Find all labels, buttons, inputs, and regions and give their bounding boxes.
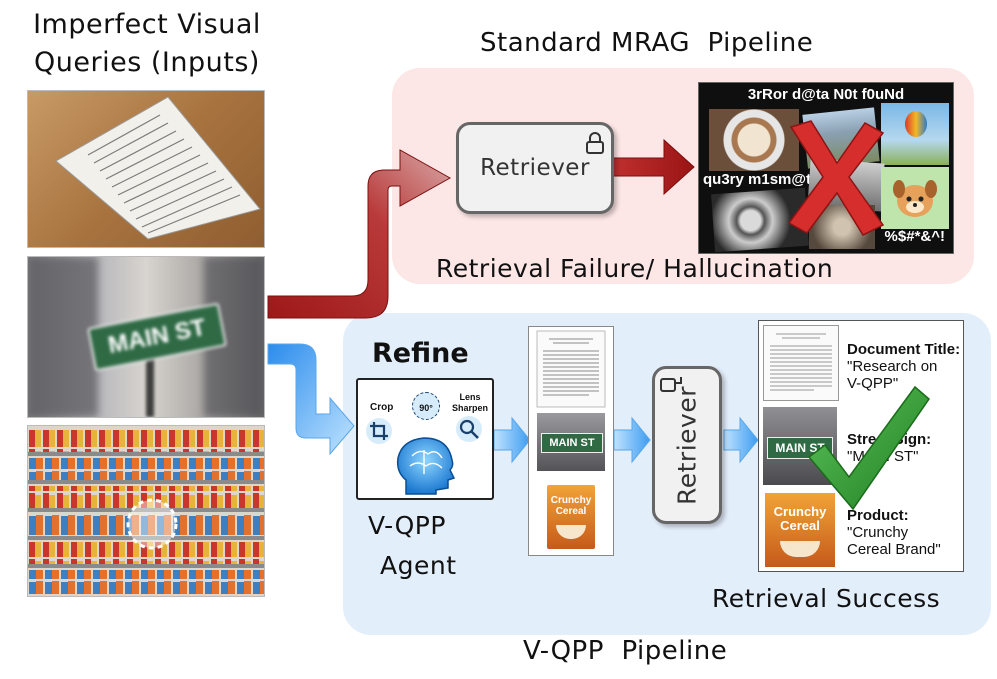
input-grocery-photo xyxy=(28,426,264,596)
tool-lens-label: Lens Sharpen xyxy=(452,392,488,414)
result-street-sign-text: MAIN ST xyxy=(775,441,825,455)
result-product-value-line2: Cereal Brand" xyxy=(847,541,941,558)
result-street-sign: MAIN ST xyxy=(767,437,833,459)
success-label: Retrieval Success xyxy=(712,584,941,613)
success-check-icon xyxy=(807,385,931,511)
refined-street-thumbnail: MAIN ST xyxy=(537,413,605,471)
noise-text-bottom: %$#*&^! xyxy=(884,228,945,245)
unlock-icon xyxy=(660,377,682,392)
result-product-value-line1: "Crunchy xyxy=(847,524,909,541)
standard-retriever-box: Retriever xyxy=(456,122,614,214)
vqpp-agent-label: V-QPP Agent xyxy=(360,506,457,586)
tool-lens-line1: Lens xyxy=(459,392,481,402)
result-cereal-thumbnail: Crunchy Cereal xyxy=(765,493,835,567)
blurred-building-left xyxy=(28,257,98,417)
inputs-title-line2: Queries (Inputs) xyxy=(34,47,260,78)
brain-head-icon xyxy=(396,437,456,495)
rotate-icon: 90° xyxy=(412,392,440,420)
refine-label: Refine xyxy=(372,338,469,369)
red-arrow-to-results xyxy=(611,138,695,196)
inputs-title-line1: Imperfect Visual xyxy=(33,9,261,40)
document-sheet-graphic xyxy=(55,96,261,240)
vqpp-pipeline-title: V-QPP Pipeline xyxy=(523,636,728,666)
result-doc-value-line1: "Research on xyxy=(847,358,938,375)
input-street-photo: MAIN ST xyxy=(28,257,264,417)
noise-text-top: 3rRor d@ta N0t f0uNd xyxy=(747,86,905,103)
refined-street-sign: MAIN ST xyxy=(541,433,603,453)
result-cereal-line1: Crunchy xyxy=(773,504,827,519)
failure-label: Retrieval Failure/ Hallucination xyxy=(436,254,834,283)
refined-document-thumbnail xyxy=(536,330,606,408)
vqpp-agent-box: Crop 90° Lens Sharpen xyxy=(356,378,494,500)
result-doc-key: Document Title: xyxy=(847,341,961,358)
standard-retriever-label: Retriever xyxy=(480,155,590,181)
vqpp-retriever-box: Retriever xyxy=(652,366,722,524)
blue-arrow-images-to-retriever xyxy=(613,416,651,464)
success-results-panel: MAIN ST Crunchy Cereal Document Title: "… xyxy=(758,320,964,572)
tool-crop-label: Crop xyxy=(370,402,394,413)
refined-cereal-line1: Crunchy xyxy=(550,495,592,506)
agent-line2: Agent xyxy=(380,551,457,580)
street-sign-pole xyxy=(146,327,154,417)
red-arrow-to-retriever xyxy=(267,149,452,319)
tool-rotate-label: 90° xyxy=(419,403,433,413)
failure-collage: 3rRor d@ta N0t f0uNd qu3ry m1sm@tc %$#*&… xyxy=(698,82,954,254)
crop-icon xyxy=(366,418,392,444)
result-row-product: Product: "Crunchy Cereal Brand" xyxy=(847,507,941,558)
result-product-key: Product: xyxy=(847,507,909,524)
result-row-document: Document Title: "Research on V-QPP" xyxy=(847,341,960,392)
refined-street-sign-text: MAIN ST xyxy=(549,437,595,449)
result-doc-thumbnail xyxy=(763,325,839,401)
blue-arrow-to-agent xyxy=(267,343,355,456)
input-document-photo xyxy=(28,91,264,247)
result-doc-value-line2: V-QPP" xyxy=(847,375,899,392)
lock-icon xyxy=(586,132,604,154)
balloon-thumbnail xyxy=(881,103,949,165)
refined-images-column: MAIN ST Crunchy Cereal xyxy=(528,326,614,556)
noise-text-mid: qu3ry m1sm@tc xyxy=(703,171,820,188)
inputs-title: Imperfect Visual Queries (Inputs) xyxy=(12,6,282,82)
dog-thumbnail xyxy=(881,167,949,229)
tool-lens-line2: Sharpen xyxy=(451,403,488,413)
failure-cross-icon xyxy=(787,120,885,236)
blue-arrow-retriever-to-results xyxy=(723,416,759,464)
coffee-thumbnail xyxy=(709,109,799,171)
blue-arrow-agent-to-images xyxy=(493,416,531,464)
result-cereal-line2: Cereal xyxy=(780,518,820,533)
agent-line1: V-QPP xyxy=(368,511,446,540)
grocery-shelves-graphic xyxy=(28,430,264,594)
refined-cereal-line2: Cereal xyxy=(555,506,587,517)
refined-cereal-thumbnail: Crunchy Cereal xyxy=(547,485,595,549)
lens-icon xyxy=(456,416,482,442)
standard-pipeline-title: Standard MRAG Pipeline xyxy=(480,28,814,58)
